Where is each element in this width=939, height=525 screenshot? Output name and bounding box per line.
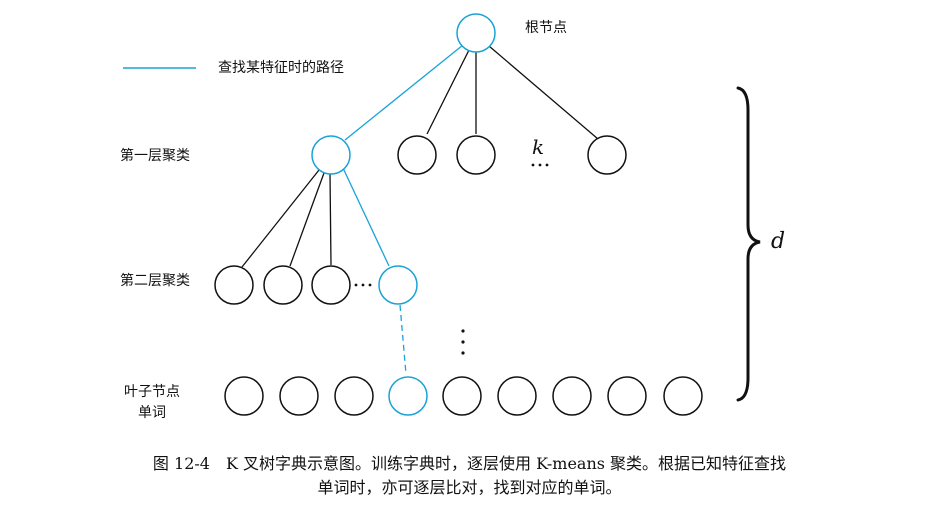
- leaf-node-6: [497, 376, 537, 416]
- edge-l1-l2-1: [241, 169, 320, 268]
- level1-ellipsis-dot: [531, 163, 535, 167]
- leaf-node-5: [442, 376, 482, 416]
- level2-node-3: [311, 265, 351, 305]
- nodes: [214, 13, 703, 416]
- level1-node-1: [311, 135, 351, 175]
- level2-ellipsis-dot: [354, 283, 358, 287]
- level2-node-2: [263, 265, 303, 305]
- vertical-ellipsis-dot: [461, 340, 465, 344]
- level2-node-1: [214, 265, 254, 305]
- edge-root-l1-1: [344, 44, 464, 141]
- leaf-label-line1: 叶子节点: [124, 384, 180, 400]
- level1-node-3: [456, 135, 496, 175]
- k-label: k: [532, 135, 545, 159]
- level2-ellipsis-dot: [368, 283, 372, 287]
- leaf-node-4: [388, 376, 428, 416]
- legend-label: 查找某特征时的路径: [218, 60, 344, 76]
- ellipsis-dots: [354, 163, 549, 355]
- vertical-ellipsis-dot: [461, 329, 465, 333]
- level2-ellipsis-dot: [361, 283, 365, 287]
- root-edges: [344, 44, 599, 141]
- figure-caption: 图 12-4 K 叉树字典示意图。训练字典时，逐层使用 K-means 聚类。根…: [0, 452, 939, 500]
- root-label: 根节点: [525, 20, 567, 36]
- depth-brace: [736, 86, 761, 402]
- level1-node-4: [587, 135, 627, 175]
- caption-line-1: 图 12-4 K 叉树字典示意图。训练字典时，逐层使用 K-means 聚类。根…: [152, 454, 787, 473]
- leaf-node-2: [279, 376, 319, 416]
- level1-label: 第一层聚类: [120, 148, 190, 164]
- edge-root-l1-2: [426, 49, 470, 135]
- root-node: [456, 13, 496, 53]
- level1-edges: [241, 167, 390, 268]
- edge-l1-l2-2: [289, 172, 325, 267]
- leaf-label-line2: 单词: [138, 405, 166, 421]
- leaf-node-1: [224, 376, 264, 416]
- edge-l1-l2-4: [342, 167, 390, 267]
- edge-l1-l2-3: [329, 173, 332, 266]
- leaf-node-9: [663, 376, 703, 416]
- vertical-ellipsis-dot: [461, 351, 465, 355]
- level1-ellipsis-dot: [545, 163, 549, 167]
- level2-node-4: [378, 265, 418, 305]
- leaf-node-8: [607, 376, 647, 416]
- leaf-node-7: [552, 376, 592, 416]
- d-label: d: [771, 229, 786, 254]
- level2-label: 第二层聚类: [120, 273, 190, 289]
- edge-l2-leaf-dashed: [399, 304, 407, 375]
- level1-ellipsis-dot: [538, 163, 542, 167]
- edge-root-l1-4: [488, 45, 599, 140]
- level1-node-2: [397, 135, 437, 175]
- caption-line-2: 单词时，亦可逐层比对，找到对应的单词。: [317, 478, 622, 497]
- leaf-node-3: [334, 376, 374, 416]
